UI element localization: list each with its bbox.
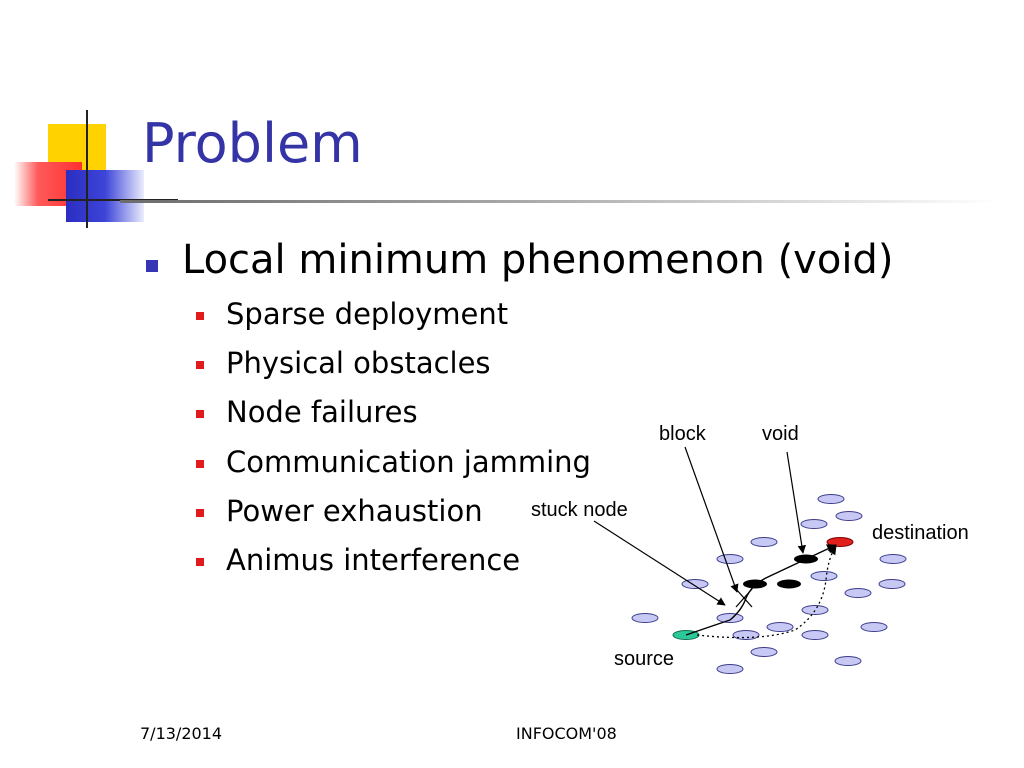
sensor-node xyxy=(879,554,907,564)
detour-path xyxy=(696,545,837,639)
sub-bullet-text: Node failures xyxy=(226,395,418,430)
main-bullet-text: Local minimum phenomenon (void) xyxy=(182,237,894,283)
sensor-node xyxy=(716,664,744,674)
sensor-node xyxy=(834,656,862,666)
sensor-node xyxy=(750,647,778,657)
sensor-node xyxy=(844,588,872,598)
sensor-node xyxy=(801,605,829,615)
block-label: block xyxy=(659,423,707,445)
deco-vertical-line xyxy=(86,110,88,228)
sensor-node xyxy=(801,630,829,640)
stuck-node-pointer xyxy=(593,520,726,606)
void-routing-diagram: block void stuck node destination source xyxy=(531,423,969,674)
sensor-node xyxy=(810,571,838,581)
square-bullet-icon xyxy=(146,260,158,272)
footer-conference: INFOCOM'08 xyxy=(516,724,617,743)
title-underline xyxy=(120,200,1000,203)
square-bullet-icon xyxy=(196,410,204,419)
sub-bullet-text: Communication jamming xyxy=(226,444,591,479)
deco-blue-square xyxy=(66,170,144,222)
sensor-node xyxy=(878,579,906,589)
sub-bullet-text: Sparse deployment xyxy=(226,297,509,331)
stuck-node-label: stuck node xyxy=(531,499,628,521)
sensor-node xyxy=(860,622,888,632)
void-pointer xyxy=(786,451,806,554)
sub-bullet-text: Power exhaustion xyxy=(226,493,483,528)
block-marker xyxy=(735,588,753,608)
sensor-node xyxy=(766,622,794,632)
sensor-node xyxy=(681,579,709,589)
square-bullet-icon xyxy=(196,508,204,517)
sub-bullet-text: Physical obstacles xyxy=(226,346,491,381)
deco-horizontal-line xyxy=(48,199,178,201)
sensor-node xyxy=(716,554,744,564)
sub-bullet-text: Animus interference xyxy=(226,542,521,577)
sensor-node xyxy=(716,613,744,623)
footer-date: 7/13/2014 xyxy=(140,724,223,743)
source-label: source xyxy=(614,648,674,670)
destination-label: destination xyxy=(872,522,969,544)
sensor-node xyxy=(732,630,760,640)
slide-title: Problem xyxy=(142,112,363,175)
void-node xyxy=(743,579,767,589)
sensor-node xyxy=(800,519,828,529)
greedy-path xyxy=(685,544,837,636)
block-pointer xyxy=(684,446,739,593)
square-bullet-icon xyxy=(196,557,204,566)
sensor-node xyxy=(750,537,778,547)
sensor-node xyxy=(817,494,845,504)
destination-node xyxy=(826,537,854,547)
void-node xyxy=(777,579,801,589)
square-bullet-icon xyxy=(196,361,204,370)
sensor-node xyxy=(631,613,659,623)
sensor-node xyxy=(835,511,863,521)
void-label: void xyxy=(762,423,799,445)
node-field xyxy=(631,494,907,674)
square-bullet-icon xyxy=(196,312,204,320)
square-bullet-icon xyxy=(196,459,204,468)
